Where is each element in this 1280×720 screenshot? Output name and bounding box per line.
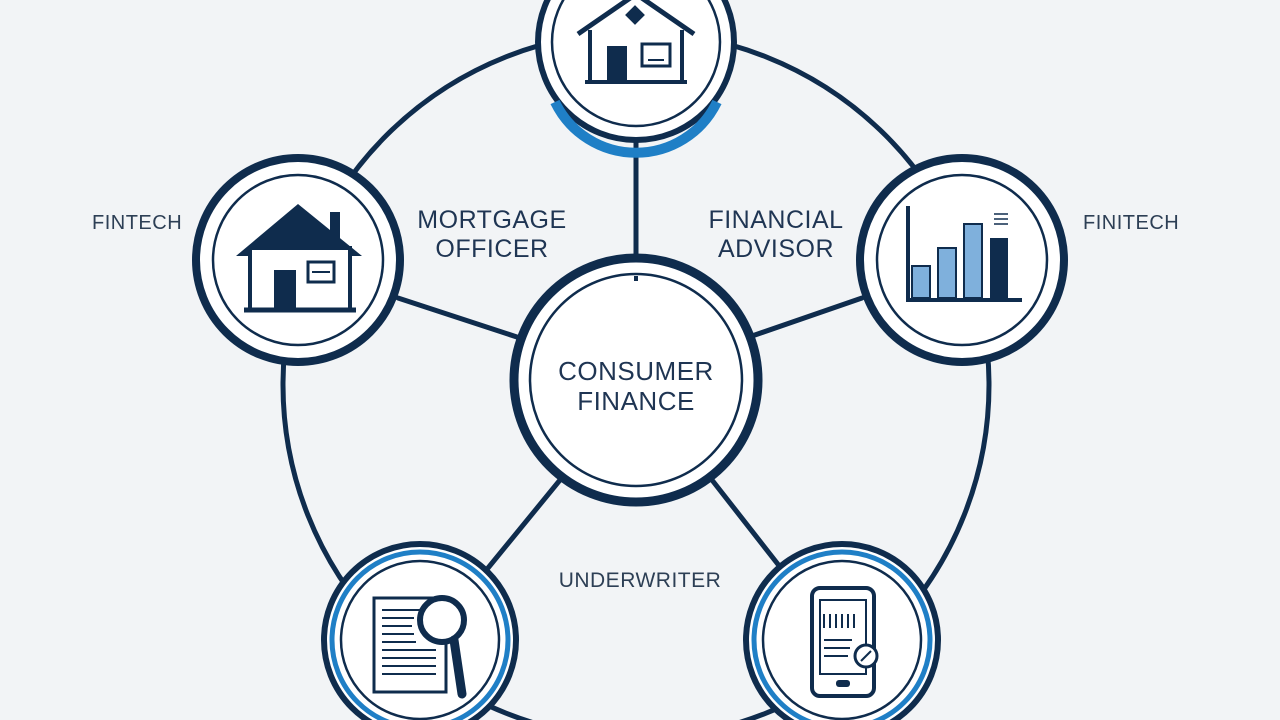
financial-advisor-line1: FINANCIAL [708, 206, 844, 234]
document-search-icon [372, 595, 467, 699]
center-label: CONSUMER FINANCE [536, 356, 736, 417]
fintech-right-label: FINITECH [1083, 212, 1180, 234]
mobile-phone-icon [810, 586, 879, 698]
spoke-bottom-left [485, 477, 563, 571]
center-label-line2: FINANCE [577, 385, 695, 416]
house-icon [576, 0, 696, 84]
node-right [856, 154, 1068, 366]
center-node [509, 253, 763, 507]
financial-advisor-label: FINANCIAL ADVISOR [696, 206, 856, 264]
spokes [395, 137, 865, 575]
underwriter-label: UNDERWRITER [558, 569, 722, 592]
fintech-left-label: FINTECH [92, 212, 183, 234]
mortgage-officer-line2: OFFICER [435, 234, 549, 263]
node-top [535, 0, 737, 158]
spoke-bottom-right [709, 477, 787, 575]
bar-chart-icon [906, 206, 1022, 302]
node-left [192, 154, 404, 366]
spoke-right [749, 295, 865, 339]
house-icon [236, 204, 362, 313]
financial-advisor-line2: ADVISOR [717, 234, 835, 263]
mortgage-officer-label: MORTGAGE OFFICER [410, 206, 574, 264]
center-label-line1: CONSUMER [558, 356, 714, 386]
node-bottom-left [321, 541, 519, 720]
spoke-left [395, 295, 523, 341]
node-bottom-right [743, 541, 941, 720]
mortgage-officer-line1: MORTGAGE [417, 206, 567, 234]
